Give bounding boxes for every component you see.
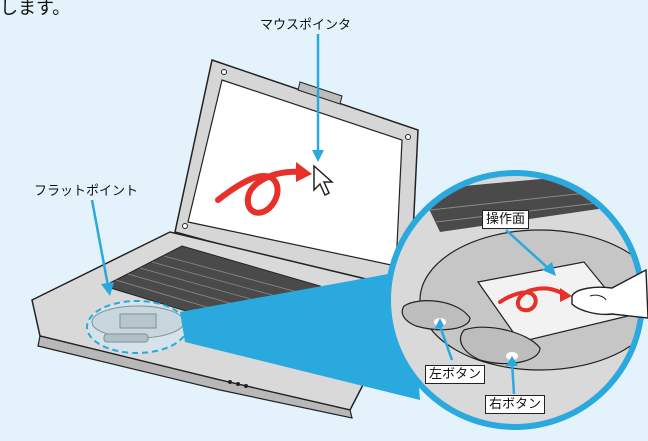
finger-hand-icon: [571, 268, 648, 319]
label-flat-point: フラットポイント: [34, 184, 139, 199]
intro-text-fragment: します。: [0, 0, 71, 19]
magnified-right-button: [459, 326, 541, 365]
label-right-button: 右ボタン: [485, 395, 546, 414]
screen-swirl-stroke: [215, 168, 305, 216]
magnified-view: [385, 170, 648, 430]
swirl-arrowhead: [296, 162, 312, 182]
magnified-left-button: [401, 300, 471, 331]
touchpad-highlight-ellipse: [86, 300, 188, 354]
label-left-button: 左ボタン: [425, 365, 486, 384]
magnifier-cone: [180, 270, 420, 400]
label-mouse-pointer: マウスポインタ: [260, 18, 352, 33]
arrow-cursor-icon: [313, 164, 334, 197]
leader-arrows: [90, 34, 556, 395]
label-operation-surface: 操作面: [482, 210, 530, 229]
